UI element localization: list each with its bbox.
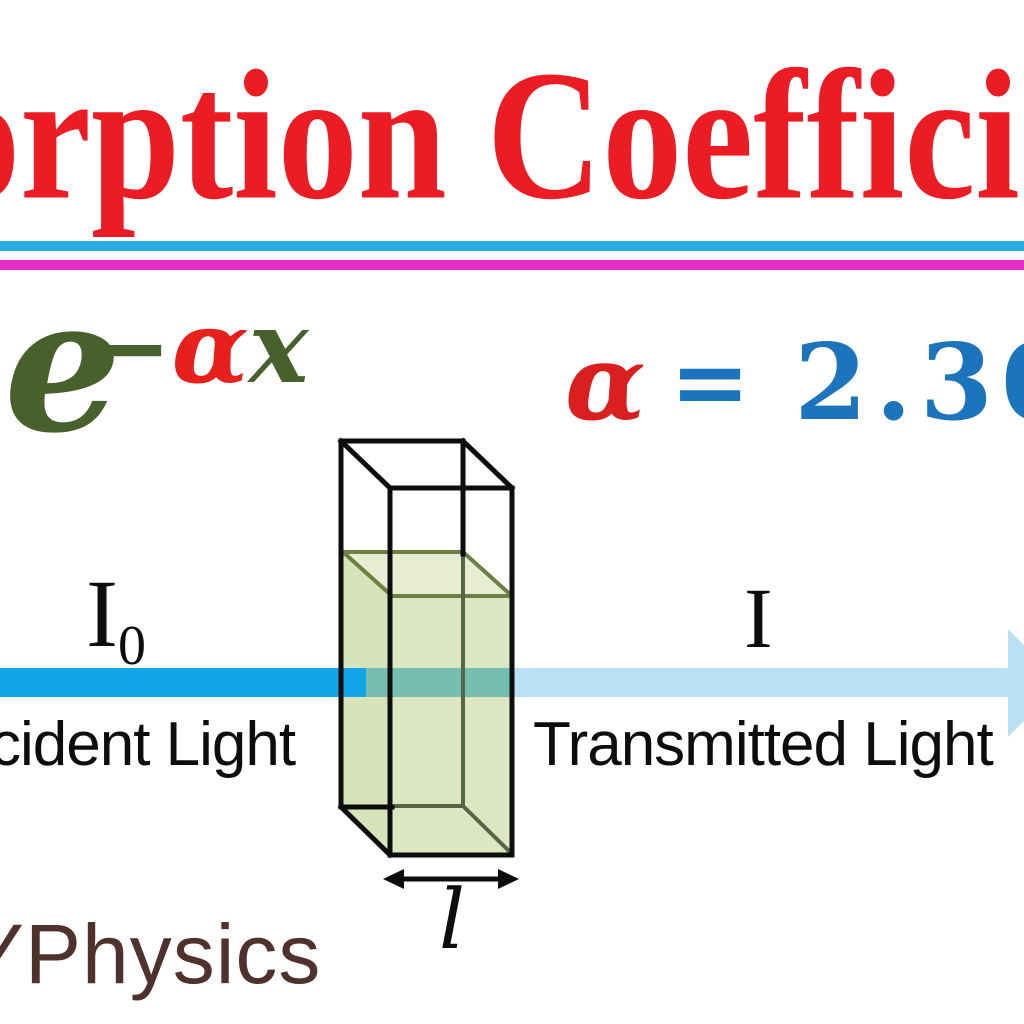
- transmitted-beam: [513, 668, 1008, 697]
- formula-minus-sign: −: [88, 288, 172, 406]
- liquid-front-face: [392, 596, 512, 855]
- cuvette-top-left-edge: [337, 437, 394, 492]
- path-length-arrow: [383, 869, 519, 889]
- cuvette-hidden-edges: [394, 554, 512, 854]
- incident-intensity-symbol: I: [86, 560, 118, 667]
- incident-intensity-subscript: 0: [117, 615, 146, 677]
- transmitted-intensity-label: I: [744, 570, 773, 666]
- formula-exponent: −αx: [88, 297, 308, 397]
- length-arrow-left-head-icon: [383, 869, 404, 889]
- formula-alpha-symbol: α: [171, 288, 249, 406]
- divider-magenta-rule: [0, 260, 1024, 270]
- incident-beam: [0, 668, 366, 697]
- formula-x-symbol: x: [248, 288, 309, 406]
- incident-light-label: cident Light: [0, 710, 296, 779]
- equals-sign: =: [669, 325, 751, 438]
- transmitted-beam-arrowhead-icon: [1008, 629, 1024, 737]
- cuvette-outline: [337, 437, 516, 859]
- watermark-text: YPhysics: [0, 907, 322, 1001]
- hidden-bottom-right-edge: [461, 804, 512, 854]
- cuvette-top-right-edge: [459, 437, 516, 492]
- alpha-symbol: α: [565, 319, 646, 444]
- cuvette-bottom-left-edge: [337, 803, 394, 859]
- liquid-side-face: [343, 552, 392, 855]
- formula-e-base: e: [4, 256, 122, 474]
- transmitted-light-label: Transmitted Light: [533, 710, 994, 779]
- path-length-label: l: [438, 873, 466, 968]
- alpha-value-box: α = 2.302: [539, 312, 1024, 452]
- incident-intensity-label: I0: [86, 566, 146, 675]
- cuvette-front-face: [387, 485, 515, 858]
- length-arrow-right-head-icon: [498, 869, 519, 889]
- alpha-value: 2.302: [794, 319, 1024, 444]
- divider-cyan-rule: [0, 241, 1024, 251]
